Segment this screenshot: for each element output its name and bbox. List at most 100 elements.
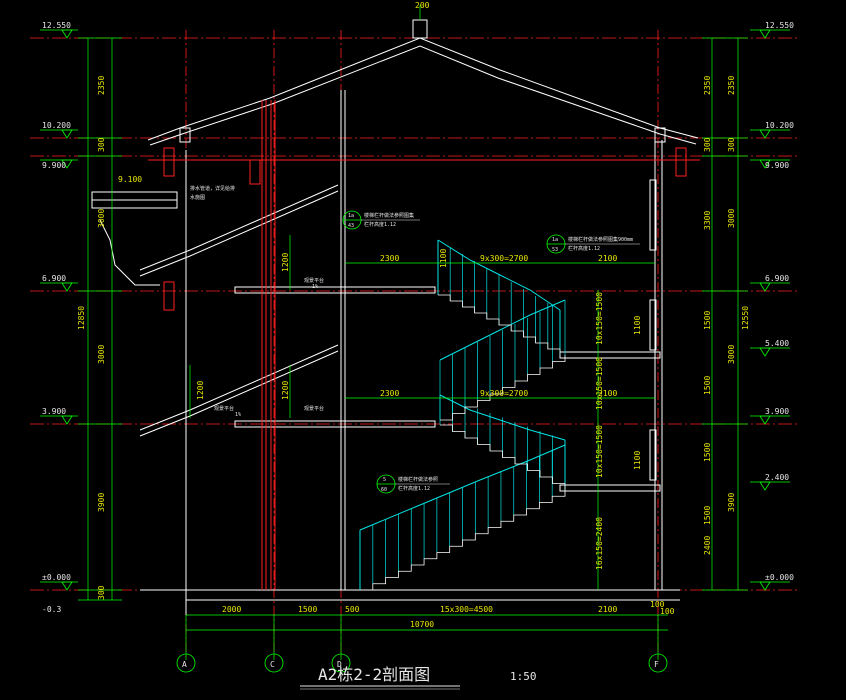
dim-left-inner-1: 1200 [196, 381, 205, 400]
pipe-columns [148, 100, 700, 590]
elev-left-3: 6.900 [42, 274, 66, 283]
scale-text: 1:50 [510, 670, 537, 683]
dim-left-total: 12850 [77, 306, 86, 330]
stair-step-profile [438, 294, 561, 355]
ref-1-top: 1a [348, 213, 354, 219]
ref-3-bottom: 60 [381, 487, 387, 493]
ref-1-text2: 栏杆高度1.12 [364, 221, 396, 228]
dim-plan-mid-0: 2300 [380, 389, 399, 398]
elev-right-3: 6.900 [765, 274, 789, 283]
elev-left-4: 3.900 [42, 407, 66, 416]
pipe-note-1: 排水管道，详见给排 [190, 185, 235, 192]
dim-left-inner-0: 1200 [281, 253, 290, 272]
axis-bubble-f: F [648, 653, 668, 673]
axis-label-d: D [337, 660, 342, 669]
ref-3-text1: 楼梯栏杆做法参照 [398, 476, 438, 483]
dim-inner-1100: 1100 [439, 249, 448, 268]
balcony-note-1: 观景平台 [304, 277, 324, 284]
dim-window-1: 1100 [633, 451, 642, 470]
axis-bubbles: A C D F [176, 653, 668, 673]
slope-note-1: 1% [312, 284, 318, 290]
dim-bottom-2: 500 [345, 605, 360, 614]
dim-left-2: 3000 [97, 209, 106, 228]
annotations: 排水管道，详见给排 水施图 观景平台 1% 观景平台 1% 观景平台 1a 43… [190, 185, 640, 494]
axis-bubble-d: D [331, 653, 351, 673]
elev-left-1: 10.200 [42, 121, 71, 130]
stair-step-profile [440, 355, 566, 421]
elev-left-6: -0.3 [42, 605, 61, 614]
ref-2-text2: 栏杆高度1.12 [568, 245, 600, 252]
dim-bottom-3: 15x300=4500 [440, 605, 493, 614]
balcony-note-2: 观景平台 [214, 405, 234, 412]
dim-plan-mid-2: 2100 [598, 389, 617, 398]
dims-plan: 2300 9x300=2700 2100 2300 9x300=2700 210… [380, 254, 617, 398]
dims-right: 2350 300 3000 3000 3900 2350 300 3300 15… [703, 76, 750, 555]
detail-ref-1: 1a 43 楼梯栏杆做法参照图集 栏杆高度1.12 [342, 210, 420, 230]
dim-left-3: 3000 [97, 345, 106, 364]
ref-2-top: 1a [552, 237, 558, 243]
dim-right-total: 12550 [741, 306, 750, 330]
elevations-right: 12.550 10.200 9.900 6.900 5.400 3.900 2.… [765, 21, 794, 582]
ref-3-text2: 栏杆高度1.12 [398, 485, 430, 492]
dim-stair-2: 10x150=1500 [595, 425, 604, 478]
dims-left: 2350 300 3000 3000 3900 300 12850 1200 1… [77, 76, 290, 600]
dim-right-1: 300 [727, 137, 736, 152]
elev-left-5: ±0.000 [42, 573, 71, 582]
dim-mid-4: 1500 [703, 376, 712, 395]
dim-9100: 9.100 [118, 175, 142, 184]
drawing-title: A2栋2-2剖面图 1:50 [300, 665, 537, 690]
dim-mid-3: 1500 [703, 311, 712, 330]
dim-mid-6: 1500 [703, 506, 712, 525]
detail-ref-2: 1a 53 楼梯栏杆做法参照图集900mm 栏杆高度1.12 [546, 234, 640, 254]
ref-2-text1: 楼梯栏杆做法参照图集900mm [568, 236, 633, 243]
ref-1-text1: 楼梯栏杆做法参照图集 [364, 212, 414, 219]
stair-step-profile [440, 424, 566, 490]
dim-stair-0: 10x150=1500 [595, 292, 604, 345]
dim-bottom-6: 100 [660, 607, 675, 616]
dim-left-1: 300 [97, 137, 106, 152]
dim-mid-1: 300 [703, 137, 712, 152]
dim-window-0: 1100 [633, 316, 642, 335]
elev-left-0: 12.550 [42, 21, 71, 30]
ref-3-top: 5 [383, 477, 386, 483]
axis-label-c: C [270, 660, 275, 669]
dim-mid-0: 2350 [703, 76, 712, 95]
axis-bubble-c: C [264, 653, 284, 673]
dim-bottom-5: 100 [650, 600, 665, 609]
elev-right-2: 9.900 [765, 161, 789, 170]
dim-stair-1: 10x150=1500 [595, 357, 604, 410]
stair-step-profile [360, 490, 566, 591]
pipe-note-2: 水施图 [190, 194, 205, 201]
axis-label-a: A [182, 660, 187, 669]
building-structure [91, 19, 699, 615]
axis-bubble-a: A [176, 653, 196, 673]
stair-steps [360, 294, 566, 591]
dim-right-3: 3000 [727, 345, 736, 364]
dim-bottom-1: 1500 [298, 605, 317, 614]
dim-mid-5: 1500 [703, 443, 712, 462]
dims-stair: 10x150=1500 10x150=1500 10x150=1500 16x1… [439, 249, 642, 570]
dim-plan-top-2: 2100 [598, 254, 617, 263]
dim-bottom-4: 2100 [598, 605, 617, 614]
elev-right-4: 5.400 [765, 339, 789, 348]
dim-plan-top-1: 9x300=2700 [480, 254, 528, 263]
dim-mid-7: 2400 [703, 536, 712, 555]
dim-right-4: 3900 [727, 493, 736, 512]
dim-top-200: 200 [415, 1, 430, 10]
elev-right-7: ±0.000 [765, 573, 794, 582]
dimension-lines [78, 5, 748, 660]
dim-left-inner-2: 1200 [281, 381, 290, 400]
elevation-markers [40, 29, 790, 591]
axis-gridlines [30, 30, 800, 660]
dim-plan-mid-1: 9x300=2700 [480, 389, 528, 398]
dim-right-0: 2350 [727, 76, 736, 95]
title-text: A2栋2-2剖面图 [318, 665, 430, 684]
elev-right-1: 10.200 [765, 121, 794, 130]
dim-left-4: 3900 [97, 493, 106, 512]
dim-left-5: 300 [97, 585, 106, 600]
axis-label-f: F [654, 660, 659, 669]
elev-right-6: 2.400 [765, 473, 789, 482]
slope-note-2: 1% [235, 412, 241, 418]
dim-bottom-total: 10700 [410, 620, 434, 629]
